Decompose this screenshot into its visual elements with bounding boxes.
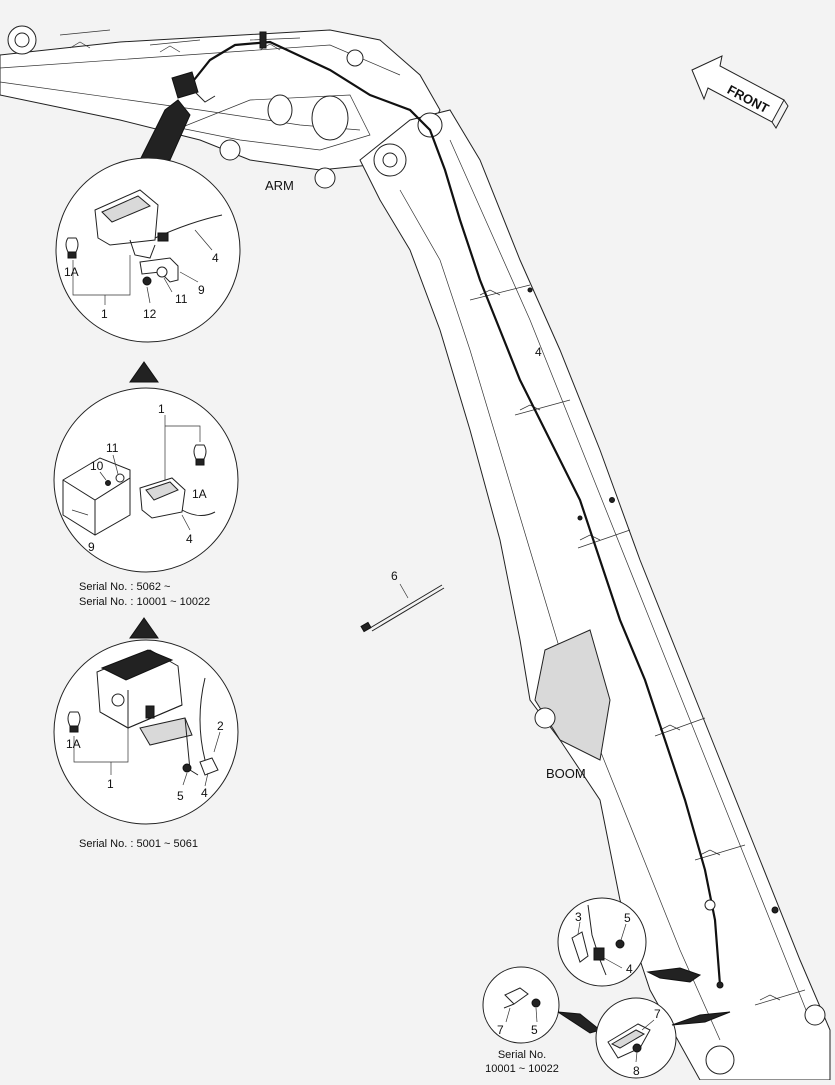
serial-note-5062: Serial No. : 5062 ~ bbox=[79, 581, 170, 593]
part-number-1: 1 bbox=[158, 402, 165, 416]
detail-circle-5062 bbox=[53, 387, 239, 573]
part-number-3: 3 bbox=[575, 910, 582, 924]
part-number-11: 11 bbox=[175, 292, 188, 306]
part-number-4: 4 bbox=[212, 251, 219, 265]
detail-clip-circle-left bbox=[482, 966, 602, 1044]
part-number-12: 12 bbox=[143, 307, 157, 321]
part-number-7: 7 bbox=[654, 1007, 661, 1021]
part-number-2: 2 bbox=[217, 719, 224, 733]
serial-note-10001: Serial No. : 10001 ~ 10022 bbox=[79, 596, 210, 608]
serial-note-clip-2: 10001 ~ 10022 bbox=[485, 1063, 559, 1075]
part-number-10: 10 bbox=[90, 459, 104, 473]
part-number-4: 4 bbox=[201, 786, 208, 800]
part-number-5: 5 bbox=[177, 789, 184, 803]
detail-circle-5001 bbox=[53, 639, 239, 825]
triangle-marker-upper bbox=[129, 361, 159, 383]
arm-label: ARM bbox=[265, 178, 294, 193]
part-number-9: 9 bbox=[88, 540, 95, 554]
arm-work-lamp bbox=[171, 71, 216, 103]
part-number-5: 5 bbox=[531, 1023, 538, 1037]
part-number-6: 6 bbox=[391, 569, 398, 583]
boom-label: BOOM bbox=[546, 766, 586, 781]
serial-note-5001: Serial No. : 5001 ~ 5061 bbox=[79, 838, 198, 850]
detail-circle-current-lamp bbox=[55, 99, 241, 343]
part-number-1a: 1A bbox=[192, 487, 207, 501]
cable-tie bbox=[360, 583, 445, 633]
part-number-11: 11 bbox=[106, 441, 119, 455]
part-number-1: 1 bbox=[107, 777, 114, 791]
front-direction-arrow: FRONT bbox=[691, 55, 789, 129]
part-number-4: 4 bbox=[535, 345, 542, 359]
wiring-harness bbox=[189, 31, 724, 989]
part-number-4: 4 bbox=[186, 532, 193, 546]
detail-clamp-circle bbox=[557, 897, 702, 987]
boom-structure bbox=[359, 109, 831, 1081]
part-number-4: 4 bbox=[626, 962, 633, 976]
part-number-1a: 1A bbox=[66, 737, 81, 751]
detail-clip-circle-right bbox=[595, 997, 731, 1079]
part-number-8: 8 bbox=[633, 1064, 640, 1078]
serial-note-clip-1: Serial No. bbox=[498, 1049, 546, 1061]
triangle-marker-lower bbox=[129, 617, 159, 639]
part-number-9: 9 bbox=[198, 283, 205, 297]
part-number-1: 1 bbox=[101, 307, 108, 321]
arm-structure bbox=[0, 25, 441, 189]
part-number-1a: 1A bbox=[64, 265, 79, 279]
part-number-5: 5 bbox=[624, 911, 631, 925]
part-number-7: 7 bbox=[497, 1023, 504, 1037]
